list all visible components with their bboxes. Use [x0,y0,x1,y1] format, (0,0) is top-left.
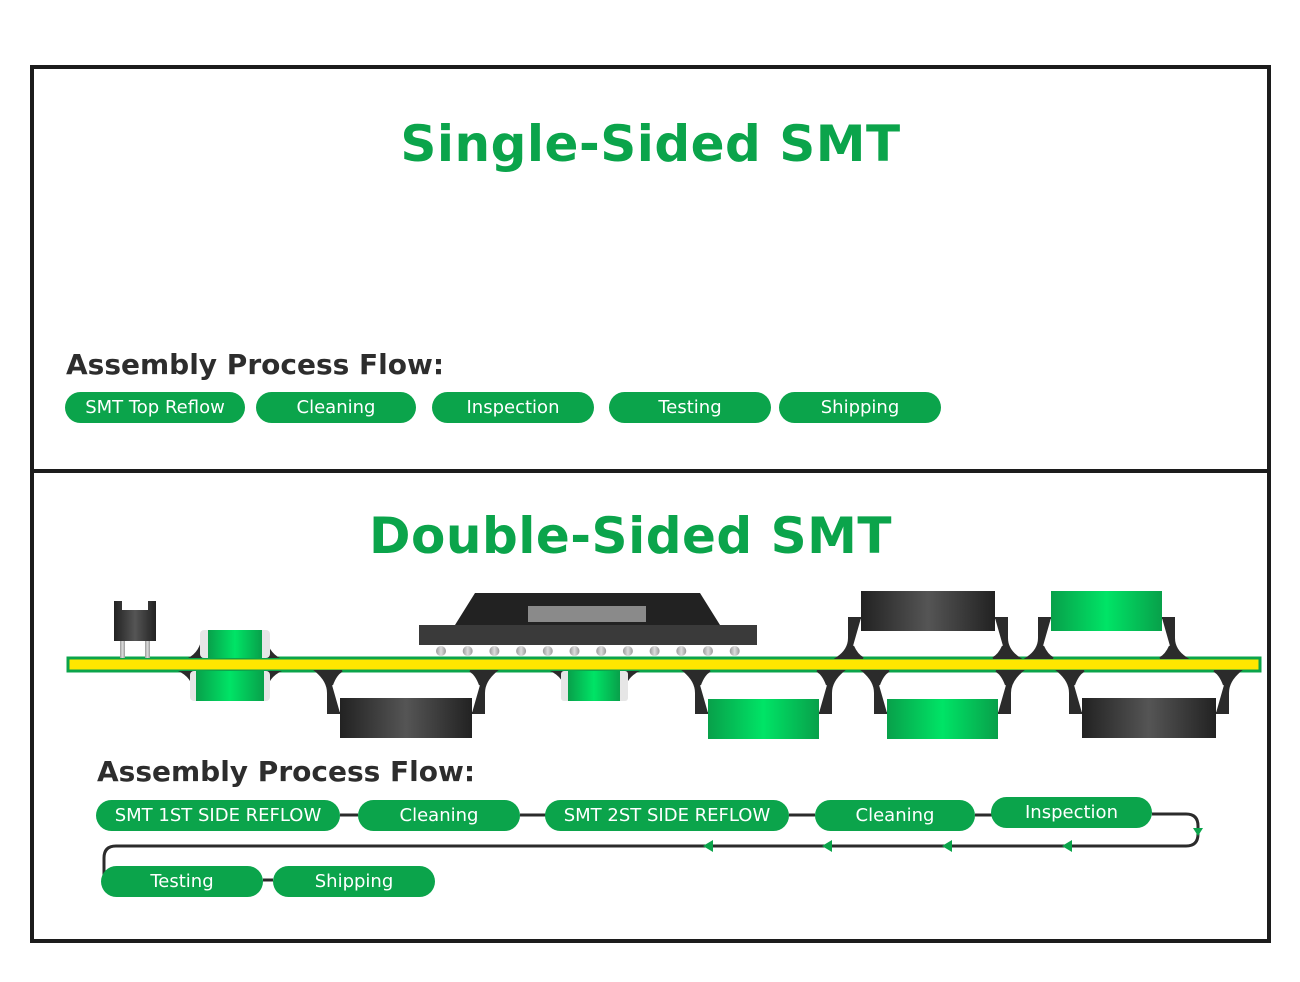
double-sided-panel: Double-Sided SMT [30,469,1271,943]
flow-arrows [703,828,1203,852]
solder-ball [596,646,607,656]
single-sided-title: Single-Sided SMT [400,115,901,173]
solder-ball [622,646,633,656]
double-step-cleaning-2: Cleaning [815,800,975,831]
double-flow-connectors [102,812,1200,882]
solder-ball [676,646,687,656]
double-step-shipping: Shipping [273,866,435,897]
arrow-left-icon [942,840,952,852]
double-top-ic-dark [833,591,1023,659]
double-top-ic-green [1023,591,1190,659]
double-sided-board [66,656,1262,673]
single-step-shipping: Shipping [779,392,941,423]
double-step-smt-2nd-side-reflow: SMT 2ST SIDE REFLOW [545,800,789,831]
single-flow-label: Assembly Process Flow: [66,348,445,381]
solder-ball [462,646,473,656]
arrow-left-icon [703,840,713,852]
double-step-cleaning-1: Cleaning [358,800,520,831]
double-step-inspection: Inspection [991,797,1152,828]
solder-ball [649,646,660,656]
double-bottom-ic-green-2 [860,670,1025,739]
arrow-left-icon [1062,840,1072,852]
double-chip-top [188,630,280,658]
double-flow-label: Assembly Process Flow: [97,755,476,788]
solder-ball [569,646,580,656]
double-bottom-ic-green-1 [681,670,846,739]
solder-ball [729,646,740,656]
double-step-testing: Testing [101,866,263,897]
double-bottom-ic-dark-1 [313,670,499,738]
double-chip-bottom-1 [178,671,282,701]
solder-ball [436,646,446,656]
solder-ball [489,646,500,656]
solder-ball [516,646,527,656]
single-step-smt-top-reflow: SMT Top Reflow [65,392,245,423]
double-chip-bottom-2 [550,671,640,701]
arrow-down-icon [1193,828,1203,836]
double-sided-title: Double-Sided SMT [369,507,892,565]
single-step-cleaning: Cleaning [256,392,416,423]
double-bga-package [419,593,757,656]
solder-ball [542,646,553,656]
double-step-smt-1st-side-reflow: SMT 1ST SIDE REFLOW [96,800,340,831]
single-step-inspection: Inspection [432,392,594,423]
solder-ball [703,646,713,656]
single-step-testing: Testing [609,392,771,423]
double-through-hole-component [114,601,156,658]
arrow-left-icon [822,840,832,852]
double-bottom-ic-dark-2 [1055,670,1243,738]
